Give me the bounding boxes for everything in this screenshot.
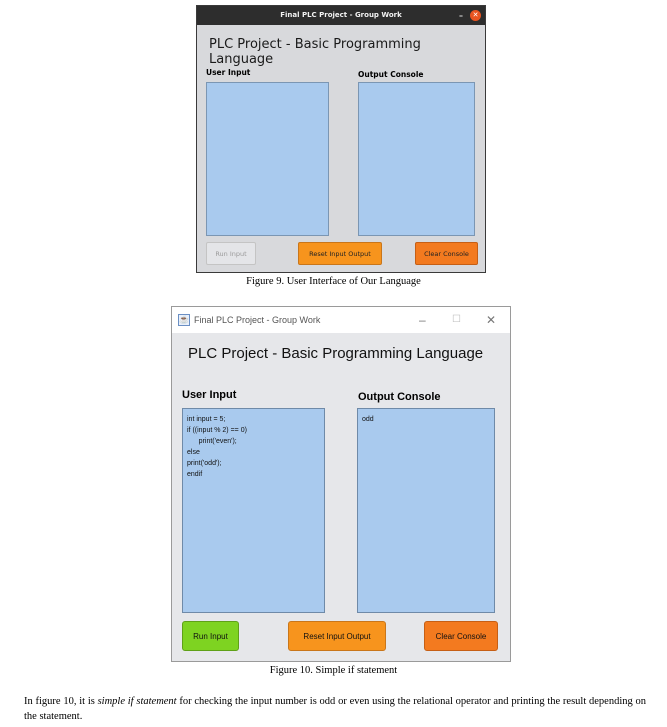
run-input-button[interactable]: Run Input: [182, 621, 239, 651]
output-console-label: Output Console: [358, 391, 441, 403]
close-icon[interactable]: ✕: [486, 313, 497, 327]
minimize-icon[interactable]: –: [459, 11, 463, 20]
close-icon[interactable]: ✕: [470, 10, 481, 21]
user-input-textarea[interactable]: int input = 5; if ((input % 2) == 0) pri…: [182, 408, 325, 613]
figure9-caption: Figure 9. User Interface of Our Language: [246, 276, 421, 287]
title-bar: ☕ Final PLC Project - Group Work – ☐ ✕: [172, 307, 510, 333]
minimize-icon[interactable]: –: [419, 313, 426, 327]
clear-console-button[interactable]: Clear Console: [424, 621, 498, 651]
figure10-caption: Figure 10. Simple if statement: [269, 665, 398, 676]
window-title: Final PLC Project - Group Work: [194, 315, 321, 325]
paragraph-emphasis: simple if statement: [97, 696, 177, 707]
output-console-area: [358, 82, 475, 236]
run-input-button[interactable]: Run Input: [206, 242, 256, 265]
figure10-window: ☕ Final PLC Project - Group Work – ☐ ✕ P…: [171, 306, 511, 662]
output-console-area: odd: [357, 408, 495, 613]
app-heading: PLC Project - Basic Programming Language: [209, 37, 421, 67]
title-bar: Final PLC Project - Group Work – ✕: [197, 6, 485, 25]
reset-input-output-button[interactable]: Reset Input Output: [298, 242, 382, 265]
user-input-label: User Input: [206, 68, 251, 77]
reset-input-output-button[interactable]: Reset Input Output: [288, 621, 386, 651]
window-title: Final PLC Project - Group Work: [280, 11, 402, 19]
figure9-window: Final PLC Project - Group Work – ✕ PLC P…: [196, 5, 486, 273]
user-input-label: User Input: [182, 389, 237, 401]
paragraph-text-start: In figure 10, it is: [24, 696, 98, 707]
java-app-icon: ☕: [178, 314, 190, 326]
paragraph-text-end: for checking the input number is odd or …: [24, 696, 647, 722]
app-heading: PLC Project - Basic Programming Language: [188, 345, 484, 362]
user-input-textarea[interactable]: [206, 82, 329, 236]
clear-console-button[interactable]: Clear Console: [415, 242, 478, 265]
body-paragraph: In figure 10, it is simple if statement …: [24, 694, 646, 724]
maximize-icon[interactable]: ☐: [452, 314, 461, 325]
output-console-label: Output Console: [358, 70, 424, 79]
